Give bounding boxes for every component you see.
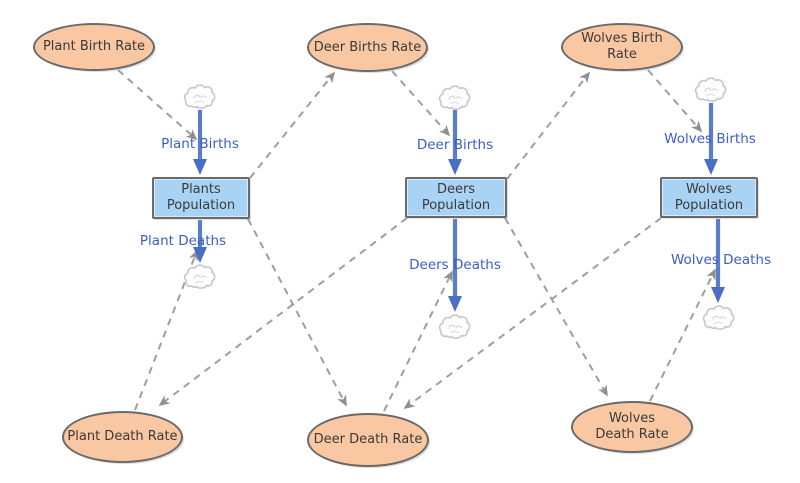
rate-node-label: Wolves Birth Rate [581, 31, 663, 62]
influence-deers-population-to-wolves-death-rate[interactable] [504, 217, 608, 397]
flow-label-deers-deaths[interactable]: Deers Deaths [409, 257, 501, 273]
cloud-source-plant-births[interactable] [183, 84, 216, 109]
rate-node-wolves-death-rate[interactable]: Wolves Death Rate [571, 401, 693, 453]
rate-node-label: Plant Birth Rate [42, 39, 146, 55]
cloud-sink-wolves-deaths[interactable] [702, 305, 735, 330]
rate-node-label: Deer Death Rate [313, 432, 423, 448]
rate-node-label: Plant Death Rate [67, 429, 178, 445]
influence-deer-births-rate-to-deer-births[interactable] [391, 70, 451, 137]
rate-node-wolves-birth-rate[interactable]: Wolves Birth Rate [561, 23, 683, 71]
cloud-sink-deers-deaths[interactable] [438, 314, 471, 339]
rate-node-plant-death-rate[interactable]: Plant Death Rate [62, 411, 183, 463]
influence-plant-death-rate-to-plant-deaths[interactable] [134, 249, 199, 411]
stock-node-deers-population[interactable]: Deers Population [405, 177, 507, 218]
flow-label-deer-births[interactable]: Deer Births [416, 137, 494, 153]
rate-node-deer-births-rate[interactable]: Deer Births Rate [307, 23, 428, 72]
cloud-sink-plant-deaths[interactable] [183, 264, 216, 289]
flow-label-wolves-deaths[interactable]: Wolves Deaths [670, 252, 772, 268]
influence-wolves-population-to-deer-death-rate[interactable] [403, 217, 662, 409]
rate-node-label: Deer Births Rate [313, 39, 422, 55]
stock-node-plants-population[interactable]: Plants Population [152, 177, 250, 219]
influence-wolves-death-rate-to-wolves-deaths[interactable] [649, 268, 716, 402]
rate-node-deer-death-rate[interactable]: Deer Death Rate [307, 413, 429, 467]
influence-wolves-birth-rate-to-wolves-births[interactable] [647, 69, 703, 133]
cloud-source-deer-births[interactable] [438, 85, 471, 110]
flow-label-plant-births[interactable]: Plant Births [161, 136, 239, 152]
flow-label-plant-deaths[interactable]: Plant Deaths [139, 233, 227, 249]
rate-node-plant-birth-rate[interactable]: Plant Birth Rate [33, 23, 155, 71]
influence-deer-death-rate-to-deers-deaths[interactable] [383, 270, 453, 412]
influence-plants-population-to-deer-death-rate[interactable] [247, 218, 347, 407]
stock-node-label: Wolves Population [674, 181, 744, 213]
influence-plants-population-to-deer-births-rate[interactable] [249, 71, 336, 179]
stock-node-label: Deers Population [421, 181, 491, 213]
stock-node-wolves-population[interactable]: Wolves Population [660, 177, 758, 218]
rate-node-label: Wolves Death Rate [595, 411, 669, 442]
influence-deers-population-to-wolves-birth-rate[interactable] [506, 71, 591, 180]
cloud-source-wolves-births[interactable] [694, 77, 727, 102]
influence-plant-birth-rate-to-plant-births[interactable] [117, 69, 198, 141]
stock-node-label: Plants Population [166, 182, 236, 213]
flow-label-wolves-births[interactable]: Wolves Births [664, 131, 756, 147]
